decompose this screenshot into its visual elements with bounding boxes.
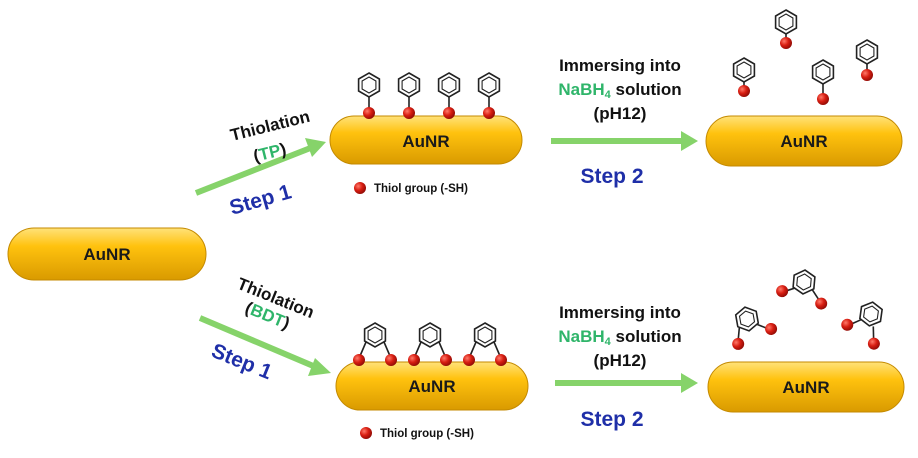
- top-step2-arrow: [551, 131, 698, 151]
- top-thiol-legend-dot: [354, 182, 366, 194]
- bottom-released-molecules: [732, 268, 884, 350]
- svg-text:NaBH4 solution: NaBH4 solution: [558, 327, 681, 348]
- top-thiophenol-molecules: [357, 72, 501, 119]
- bottom-immersing-label: Immersing into: [559, 303, 681, 322]
- top-final-nanorod: [705, 115, 903, 167]
- top-reagent-label: TP: [257, 141, 283, 165]
- top-functionalized-nanorod: [329, 115, 523, 165]
- top-thiol-legend-label: Thiol group (-SH): [374, 183, 468, 195]
- top-step1-label: Step 1: [227, 180, 294, 220]
- bottom-functionalized-nanorod: [335, 361, 529, 411]
- bottom-step1-arrow: [198, 315, 331, 376]
- top-released-molecules: [732, 9, 879, 105]
- top-final-rod-label: AuNR: [780, 132, 827, 151]
- bottom-final-nanorod: [707, 361, 905, 413]
- bottom-nabh-label: NaBH: [558, 327, 604, 346]
- start-rod-label: AuNR: [83, 245, 130, 264]
- top-step2-label: Step 2: [580, 165, 643, 188]
- top-step1-arrow: [194, 138, 326, 196]
- bottom-thiol-legend-label: Thiol group (-SH): [380, 428, 474, 440]
- bottom-final-rod-label: AuNR: [782, 378, 829, 397]
- bottom-bdt-molecules: [353, 322, 507, 366]
- svg-text:NaBH4 solution: NaBH4 solution: [558, 80, 681, 101]
- svg-text:(TP): (TP): [251, 139, 288, 165]
- top-immersing-label: Immersing into: [559, 56, 681, 75]
- bottom-thiol-legend-dot: [360, 427, 372, 439]
- bottom-ph-label: (pH12): [594, 351, 647, 370]
- top-thiolation-label: Thiolation: [228, 107, 311, 145]
- top-mid-rod-label: AuNR: [402, 132, 449, 151]
- bottom-step2-arrow: [555, 373, 698, 393]
- top-nabh-label: NaBH: [558, 80, 604, 99]
- bottom-step2-label: Step 2: [580, 408, 643, 431]
- top-ph-label: (pH12): [594, 104, 647, 123]
- bottom-mid-rod-label: AuNR: [408, 377, 455, 396]
- start-gold-nanorod: [7, 227, 207, 281]
